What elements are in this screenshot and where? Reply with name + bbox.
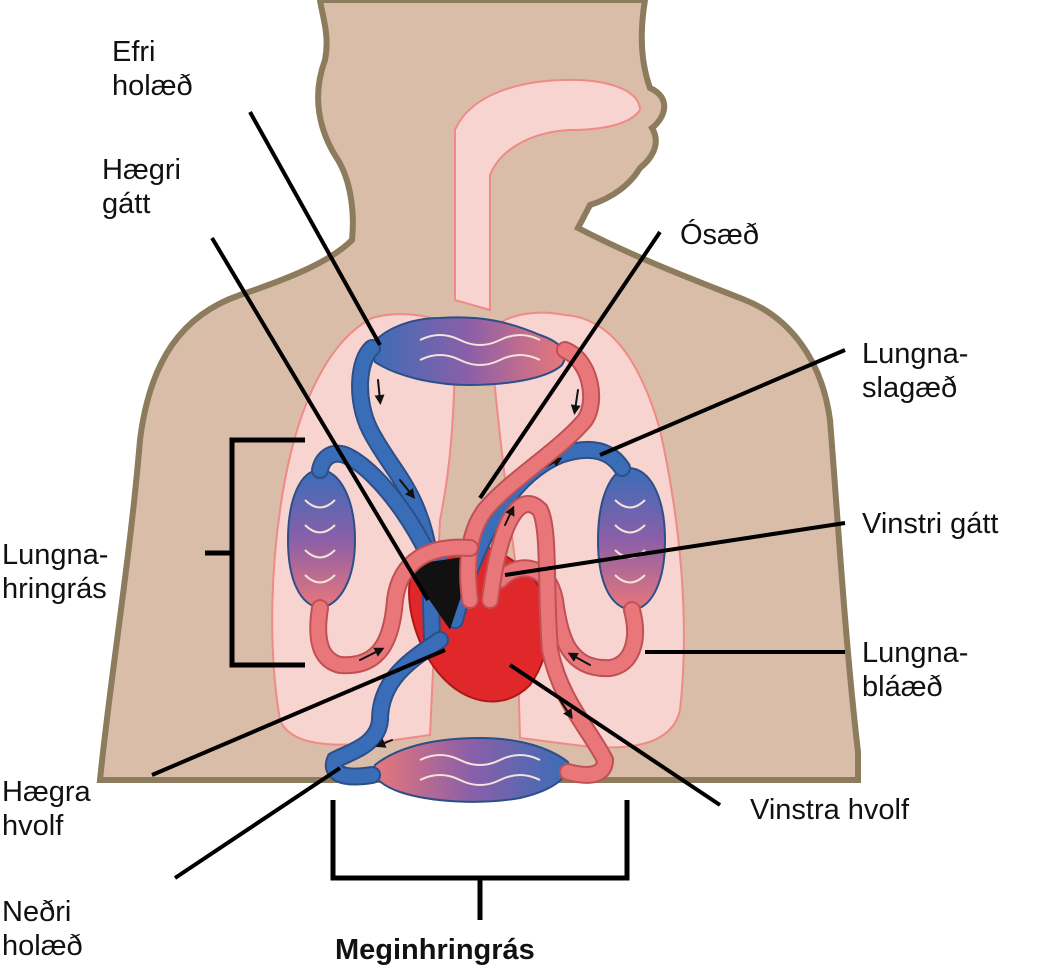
leader-left-ventricle [508, 663, 722, 807]
label-line: Vinstri gátt [862, 508, 999, 540]
label-line: hringrás [2, 573, 107, 605]
arteries [309, 341, 644, 784]
leader-right-ventricle [151, 648, 446, 777]
label-pulmonary-vein: Lungna- bláæð [862, 636, 968, 704]
leader-right-atrium [210, 236, 430, 602]
leader-lines [151, 111, 846, 880]
label-line: holæð [2, 930, 83, 962]
leader-pulmonary-artery [599, 348, 846, 457]
label-line: holæð [112, 70, 193, 102]
leader-aorta [478, 230, 662, 500]
label-left-atrium: Vinstri gátt [862, 507, 998, 541]
label-line: Hægra [2, 776, 91, 808]
label-superior-vena-cava: Efri holæð [112, 35, 193, 103]
airway [454, 78, 642, 312]
label-left-ventricle: Vinstra hvolf [750, 793, 909, 827]
leader-superior-vena-cava [248, 111, 382, 346]
label-inferior-vena-cava: Neðri holæð [2, 895, 83, 963]
label-pulmonary-circulation: Lungna- hringrás [2, 538, 108, 606]
label-line: Hægri [102, 154, 181, 186]
label-line: bláæð [862, 671, 943, 703]
label-line: Neðri [2, 896, 72, 928]
pulmonary-bracket [205, 437, 305, 668]
label-line: slagæð [862, 372, 958, 404]
label-line: Efri [112, 36, 156, 68]
label-line: Vinstra hvolf [750, 794, 910, 826]
label-line: Lungna- [862, 637, 969, 669]
label-line: hvolf [2, 810, 64, 842]
label-right-ventricle: Hægra hvolf [2, 775, 91, 843]
label-aorta: Ósæð [680, 218, 759, 252]
label-line: gátt [102, 188, 151, 220]
leader-left-atrium [504, 521, 846, 577]
capillary-bed-bottom [372, 736, 570, 803]
capillary-bed-right-lung [286, 468, 357, 610]
label-line: Lungna- [2, 539, 109, 571]
label-pulmonary-artery: Lungna- slagæð [862, 337, 968, 405]
systemic-bracket [330, 800, 630, 920]
label-systemic-circulation: Meginhringrás [335, 934, 535, 966]
label-line: Ósæð [680, 219, 759, 251]
leader-inferior-vena-cava [173, 766, 342, 880]
capillary-bed-left-lung [596, 466, 667, 612]
label-right-atrium: Hægri gátt [102, 153, 181, 221]
label-line: Lungna- [862, 338, 969, 370]
